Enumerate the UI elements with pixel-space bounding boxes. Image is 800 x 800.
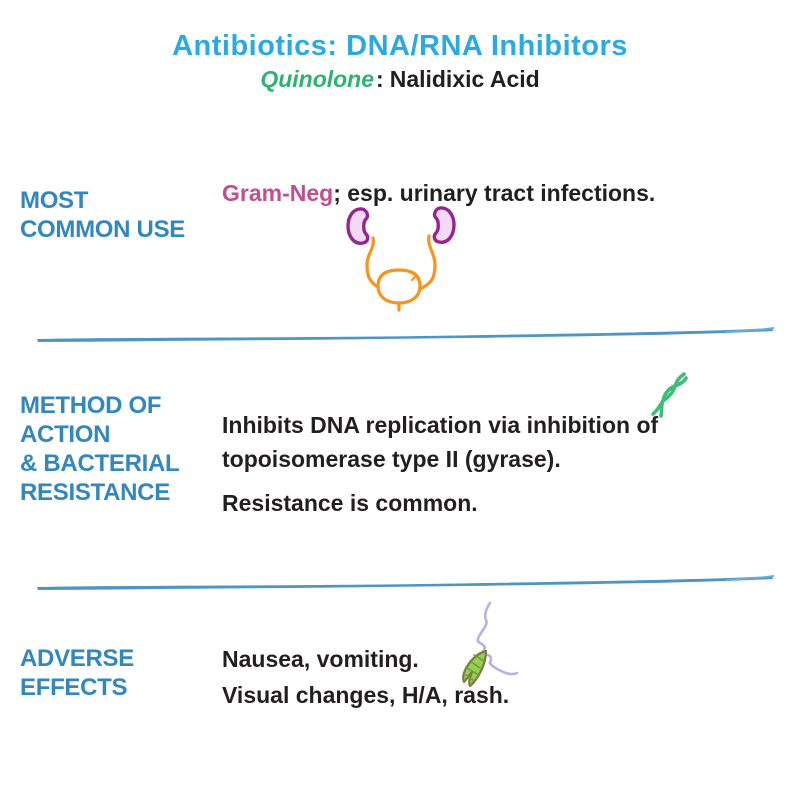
section-label-adverse-effects: ADVERSE EFFECTS	[20, 645, 134, 701]
moa-text-line2: topoisomerase type II (gyrase).	[222, 446, 561, 472]
moa-text-line1: Inhibits DNA replication via inhibition …	[222, 412, 659, 438]
subtitle-separator: :	[376, 66, 384, 92]
gram-neg-highlight: Gram-Neg	[222, 180, 334, 206]
most-common-use-text: Gram-Neg; esp. urinary tract infections.	[222, 180, 656, 206]
subtitle: Quinolone:Nalidixic Acid	[0, 66, 800, 93]
resistance-text: Resistance is common.	[222, 490, 478, 516]
adverse-text-line1: Nausea, vomiting.	[222, 646, 419, 672]
section-label-most-common-use: MOST COMMON USE	[20, 187, 186, 243]
dna-helix-icon	[651, 372, 688, 418]
page-title: Antibiotics: DNA/RNA Inhibitors	[172, 30, 628, 62]
divider	[37, 327, 774, 342]
divider	[37, 575, 774, 590]
drug-name: Nalidixic Acid	[389, 66, 540, 92]
kidneys-bladder-icon	[346, 206, 456, 312]
drug-class: Quinolone	[260, 66, 375, 92]
section-label-method-of-action: METHOD OF ACTION & BACTERIAL RESISTANCE	[20, 392, 180, 506]
nausea-face-icon	[462, 601, 519, 688]
adverse-text-line2: Visual changes, H/A, rash.	[222, 682, 510, 708]
